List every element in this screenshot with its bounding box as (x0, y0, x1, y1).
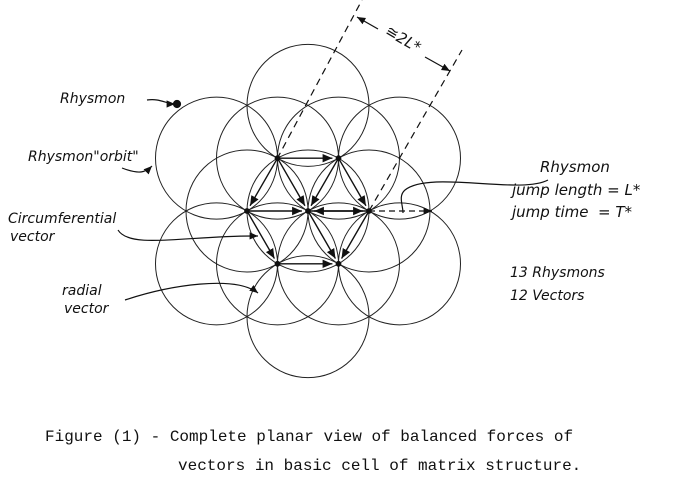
label-13-rhysmons: 13 Rhysmons (510, 265, 605, 281)
rhysmon-node (244, 208, 250, 214)
caption-line-2: vectors in basic cell of matrix structur… (178, 457, 582, 475)
vector-arrow (276, 157, 306, 207)
leader-orbit (121, 165, 153, 175)
dashed-guide-1 (276, 0, 363, 160)
label-rhysmon-orbit: Rhysmon"orbit" (28, 149, 139, 165)
label-jump-time: jump time = T* (512, 203, 632, 221)
label-right-rhysmon: Rhysmon (540, 158, 610, 176)
vector-arrow (340, 210, 370, 259)
leader-radial (124, 282, 259, 301)
dimension-arrow (424, 56, 451, 72)
vector-arrow (307, 210, 337, 259)
vector-arrow (246, 210, 276, 259)
caption-line-1: Figure (1) - Complete planar view of bal… (45, 428, 574, 446)
dashed-guide-2 (368, 49, 463, 212)
label-radial-vector: vector (64, 301, 109, 317)
rhysmon-node (335, 260, 342, 267)
leader-rhysmon (146, 98, 176, 108)
rhysmon-node (305, 208, 311, 214)
leader-circumferential (117, 229, 259, 242)
rhysmon-node (274, 260, 281, 267)
label-circumferential: Circumferential (8, 211, 117, 227)
label-12-vectors: 12 Vectors (510, 288, 585, 304)
rhysmon-dot (172, 99, 182, 109)
label-jump-length: jump length = L* (512, 181, 641, 199)
dimension-arrow (356, 16, 379, 30)
label-rhysmon: Rhysmon (60, 91, 126, 107)
vector-arrow (249, 157, 279, 207)
vector-arrow (310, 157, 340, 207)
leader-jump (400, 179, 549, 214)
label-radial: radial (62, 283, 102, 299)
label-circumferential-vector: vector (10, 229, 55, 245)
rhysmon-node (335, 155, 342, 162)
vector-arrow (337, 157, 367, 207)
